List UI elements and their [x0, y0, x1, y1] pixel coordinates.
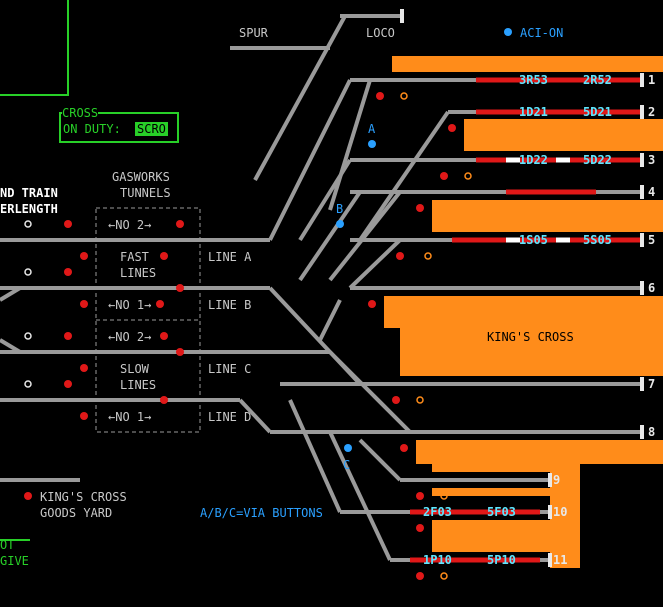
line-d-label: LINE D	[208, 410, 252, 424]
no2-fast-label: ←NO 2→	[108, 218, 152, 232]
slow-lines-label-1: SLOW	[120, 362, 149, 376]
berth-p10-departure[interactable]: 5F03	[487, 505, 516, 519]
shunt-signals	[24, 220, 32, 388]
platform-number-8: 8	[648, 425, 656, 439]
no1-slow-label: ←NO 1→	[108, 410, 152, 424]
no1-fast-label: ←NO 1→	[108, 298, 152, 312]
platform-area-2	[464, 119, 663, 151]
via-b-label: B	[336, 202, 344, 216]
berth-p3-departure[interactable]: 5D22	[583, 153, 612, 167]
goods-yard-label-2: GOODS YARD	[40, 506, 113, 520]
platform-area-10	[432, 520, 552, 552]
via-buttons[interactable]	[336, 28, 512, 452]
platform-number-9: 9	[553, 473, 561, 487]
platform-area-1	[392, 56, 663, 72]
spur-label: SPUR	[239, 26, 268, 40]
tunnel-boxes	[95, 207, 201, 433]
platform-area-3	[432, 200, 663, 232]
on-duty-value: SCRO	[135, 122, 168, 136]
platform-number-3: 3	[648, 153, 656, 167]
line-c-label: LINE C	[208, 362, 252, 376]
platform-number-7: 7	[648, 377, 656, 391]
gasworks-label-1: GASWORKS	[112, 170, 170, 184]
via-buttons-legend: A/B/C=VIA BUTTONS	[200, 506, 323, 520]
berth-markers	[506, 157, 570, 243]
route-set	[410, 77, 640, 563]
cross-label: CROSS	[62, 106, 99, 120]
ground-signals	[400, 92, 472, 580]
berth-p1-departure[interactable]: 2R52	[583, 73, 612, 87]
buffer-stops	[400, 9, 644, 567]
line-a-label: LINE A	[208, 250, 252, 264]
end-train-label-2: ERLENGTH	[0, 202, 58, 216]
aci-on-label[interactable]: ACI-ON	[520, 26, 564, 40]
berth-p3-arrival[interactable]: 1D22	[519, 153, 548, 167]
via-a-label: A	[368, 122, 376, 136]
signals	[24, 92, 456, 580]
berth-p5-arrival[interactable]: 1S05	[519, 233, 548, 247]
ot-label: OT	[0, 538, 15, 552]
berth-p5-departure[interactable]: 5S05	[583, 233, 612, 247]
berth-p2-departure[interactable]: 5D21	[583, 105, 612, 119]
platform-number-11: 11	[553, 553, 568, 567]
platform-area-6	[416, 440, 663, 464]
platform-number-10: 10	[553, 505, 568, 519]
berth-p1-arrival[interactable]: 3R53	[519, 73, 548, 87]
platform-number-5: 5	[648, 233, 656, 247]
berth-p2-arrival[interactable]: 1D21	[519, 105, 548, 119]
platform-area-7	[432, 464, 580, 472]
platform-number-4: 4	[648, 185, 656, 199]
kings-cross-label: KING'S CROSS	[487, 330, 574, 344]
no2-slow-label: ←NO 2→	[108, 330, 152, 344]
platform-area-8	[550, 464, 580, 568]
berth-p11-departure[interactable]: 5P10	[487, 553, 516, 567]
via-c-label: C	[343, 458, 351, 472]
platform-area-5	[400, 328, 663, 376]
platform-number-2: 2	[648, 105, 656, 119]
platform-area-9	[432, 488, 552, 496]
give-label: GIVE	[0, 554, 29, 568]
goods-yard-label-1: KING'S CROSS	[40, 490, 127, 504]
slow-lines-label-2: LINES	[120, 378, 157, 392]
platform-number-1: 1	[648, 73, 656, 87]
on-duty-box	[59, 112, 179, 143]
line-b-label: LINE B	[208, 298, 252, 312]
platform-number-6: 6	[648, 281, 656, 295]
berth-p10-arrival[interactable]: 2F03	[423, 505, 452, 519]
fast-lines-label-2: LINES	[120, 266, 157, 280]
on-duty-label: ON DUTY:	[63, 122, 121, 136]
platform-area-4	[384, 296, 663, 328]
end-train-label-1: ND TRAIN	[0, 186, 58, 200]
loco-label: LOCO	[366, 26, 395, 40]
gasworks-label-2: TUNNELS	[120, 186, 171, 200]
fast-lines-label-1: FAST	[120, 250, 149, 264]
berth-p11-arrival[interactable]: 1P10	[423, 553, 452, 567]
